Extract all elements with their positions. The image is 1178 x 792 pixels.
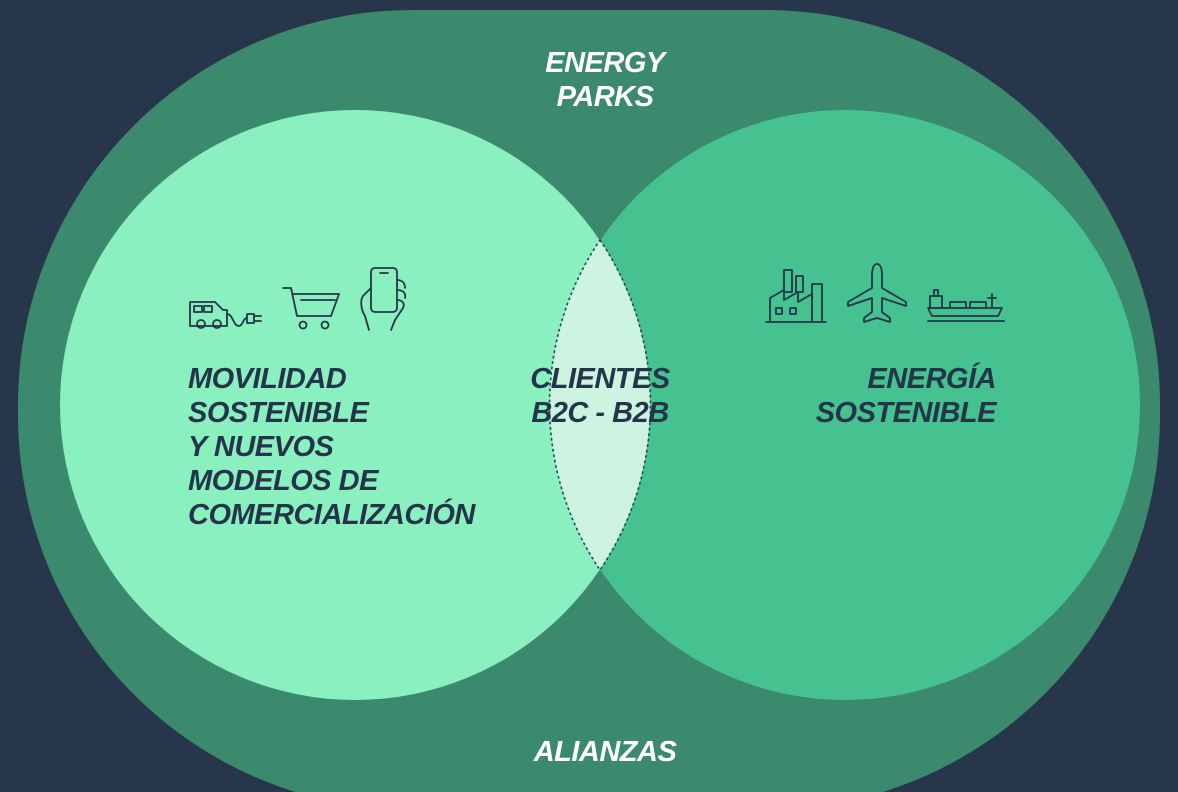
center-label-line-1: CLIENTES [530, 363, 670, 395]
right-icon-row [764, 262, 1006, 324]
airplane-icon [846, 262, 908, 324]
right-circle [550, 110, 1140, 700]
right-circle-label: ENERGÍA SOSTENIBLE [760, 362, 997, 430]
left-label-line-1: MOVILIDAD [188, 363, 347, 395]
factory-icon [764, 264, 828, 324]
left-label-line-5: COMERCIALIZACIÓN [188, 499, 475, 531]
left-label-line-3: Y NUEVOS [188, 431, 334, 463]
energy-parks-line-2: PARKS [556, 81, 654, 113]
left-circle [60, 110, 650, 700]
right-label-line-1: ENERGÍA [867, 363, 996, 395]
intersection-outline [548, 238, 652, 572]
ev-charging-icon [187, 292, 267, 332]
center-intersection-label: CLIENTES B2C - B2B [505, 362, 695, 430]
shopping-cart-icon [281, 282, 343, 332]
center-label-line-2: B2C - B2B [531, 397, 669, 429]
energy-parks-label: ENERGY PARKS [500, 46, 710, 114]
left-label-line-2: SOSTENIBLE [188, 397, 369, 429]
alianzas-text: ALIANZAS [533, 736, 677, 768]
right-label-line-2: SOSTENIBLE [815, 397, 997, 429]
alianzas-label: ALIANZAS [480, 735, 730, 769]
ship-icon [926, 284, 1006, 324]
left-icon-row [187, 266, 413, 332]
left-circle-label: MOVILIDAD SOSTENIBLE Y NUEVOS MODELOS DE… [188, 362, 508, 532]
left-label-line-4: MODELOS DE [188, 465, 378, 497]
energy-parks-line-1: ENERGY [545, 47, 665, 79]
smartphone-hand-icon [357, 266, 413, 332]
